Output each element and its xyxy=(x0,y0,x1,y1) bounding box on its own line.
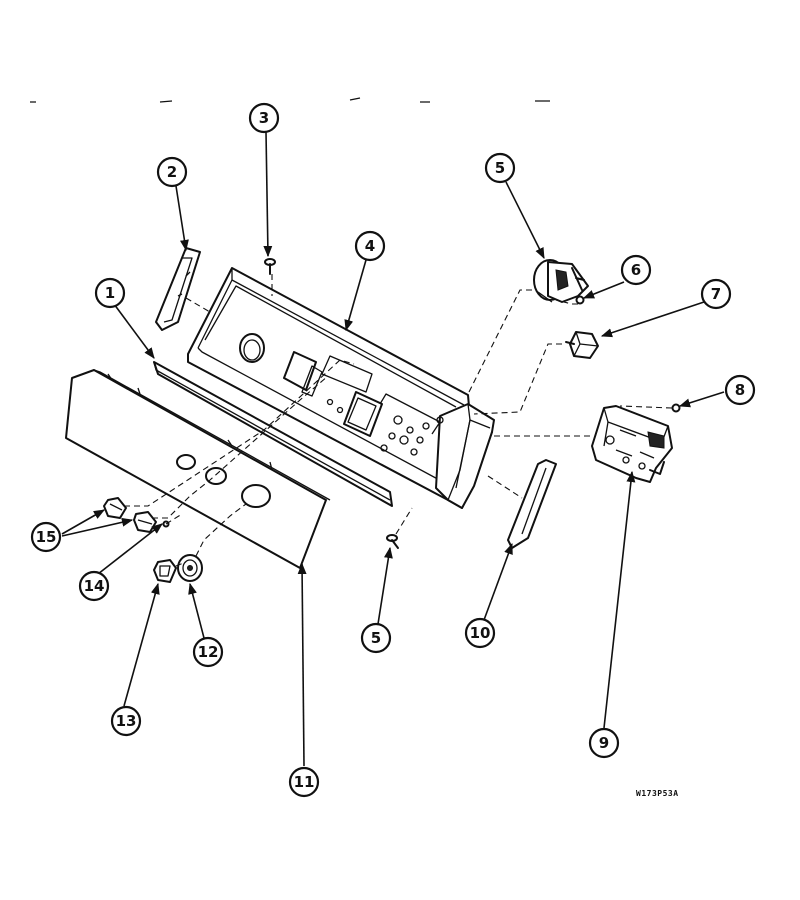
svg-text:10: 10 xyxy=(470,624,491,642)
callout-5-bottom: 5 xyxy=(360,622,392,654)
svg-text:14: 14 xyxy=(84,577,105,595)
drawing-code: W173P53A xyxy=(636,789,679,798)
svg-text:6: 6 xyxy=(631,261,641,279)
timer-assembly xyxy=(591,405,673,483)
screw-top xyxy=(264,258,276,275)
svg-text:8: 8 xyxy=(735,381,745,399)
leader-arrows xyxy=(61,131,725,767)
left-end-cap xyxy=(155,247,201,331)
svg-text:2: 2 xyxy=(167,163,177,181)
svg-text:5: 5 xyxy=(495,159,505,177)
knob-clip-lower xyxy=(133,511,157,533)
callout-11: 11 xyxy=(288,766,320,798)
callout-12: 12 xyxy=(192,636,224,668)
callout-10: 10 xyxy=(464,617,496,649)
callout-3: 3 xyxy=(248,102,280,134)
callout-15: 15 xyxy=(30,521,62,553)
svg-text:9: 9 xyxy=(599,734,609,752)
callout-5: 5 xyxy=(484,152,516,184)
callout-14: 14 xyxy=(78,570,110,602)
svg-text:13: 13 xyxy=(116,712,137,730)
callout-4: 4 xyxy=(354,230,386,262)
svg-text:4: 4 xyxy=(365,237,375,255)
svg-text:15: 15 xyxy=(36,528,57,546)
callout-9: 9 xyxy=(588,727,620,759)
svg-text:3: 3 xyxy=(259,109,269,127)
callout-6: 6 xyxy=(620,254,652,286)
screw-timer xyxy=(671,403,681,413)
callout-1: 1 xyxy=(94,277,126,309)
small-nut xyxy=(575,295,585,305)
callout-2: 2 xyxy=(156,156,188,188)
svg-text:7: 7 xyxy=(711,285,721,303)
callout-13: 13 xyxy=(110,705,142,737)
control-panel-housing xyxy=(187,267,495,509)
right-end-cap xyxy=(507,459,557,549)
knob-clip-upper xyxy=(103,497,127,519)
block-switch xyxy=(565,331,599,359)
trim-strip xyxy=(153,361,393,507)
svg-text:5: 5 xyxy=(371,629,381,647)
svg-text:11: 11 xyxy=(294,773,315,791)
svg-text:1: 1 xyxy=(105,284,115,302)
svg-text:12: 12 xyxy=(198,643,219,661)
knob-bezel xyxy=(153,559,177,583)
screw-bottom xyxy=(386,534,399,549)
alignment-lines xyxy=(124,274,673,567)
knob xyxy=(177,554,203,582)
scan-artifact xyxy=(30,97,550,103)
panel-mounting-holes xyxy=(326,398,444,456)
callouts: 1 2 3 4 5 6 7 8 xyxy=(30,102,756,798)
callout-7: 7 xyxy=(700,278,732,310)
front-console-panel xyxy=(65,369,331,569)
callout-8: 8 xyxy=(724,374,756,406)
